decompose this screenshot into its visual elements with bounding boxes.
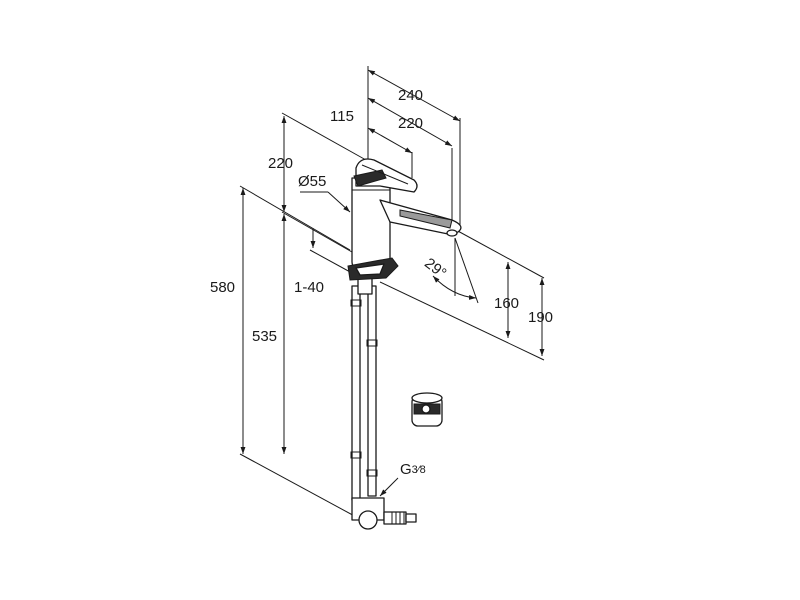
dimension-lines — [239, 66, 545, 520]
dim-220-top-label: 220 — [398, 115, 423, 132]
dim-220-top-line — [367, 97, 453, 147]
angle-valve-knob — [358, 510, 378, 530]
faucet-column — [351, 177, 391, 271]
outlet-connector — [383, 511, 407, 525]
supply-hose-right — [367, 285, 377, 497]
dim-angle-label: 29° — [421, 255, 449, 282]
dimension-labels: 240 220 115 220 Ø55 1-40 580 535 29° 160… — [210, 87, 553, 478]
dim-deck-label: 1-40 — [294, 279, 324, 296]
dim-115-label: 115 — [330, 108, 354, 125]
dim-240-label: 240 — [398, 87, 423, 104]
dim-190-label: 190 — [528, 309, 553, 326]
dim-diameter-label: Ø55 — [298, 173, 326, 190]
dim-535-label: 535 — [252, 328, 277, 345]
supply-hose-left — [351, 285, 361, 501]
mounting-nut — [411, 392, 443, 427]
dim-580-label: 580 — [210, 279, 235, 296]
dim-115-line — [367, 127, 413, 154]
faucet-body — [347, 158, 462, 530]
dim-220-left-label: 220 — [268, 155, 293, 172]
aerator — [446, 229, 458, 237]
dim-160-label: 160 — [494, 295, 519, 312]
thread-label: G3⁄8 — [400, 461, 426, 478]
